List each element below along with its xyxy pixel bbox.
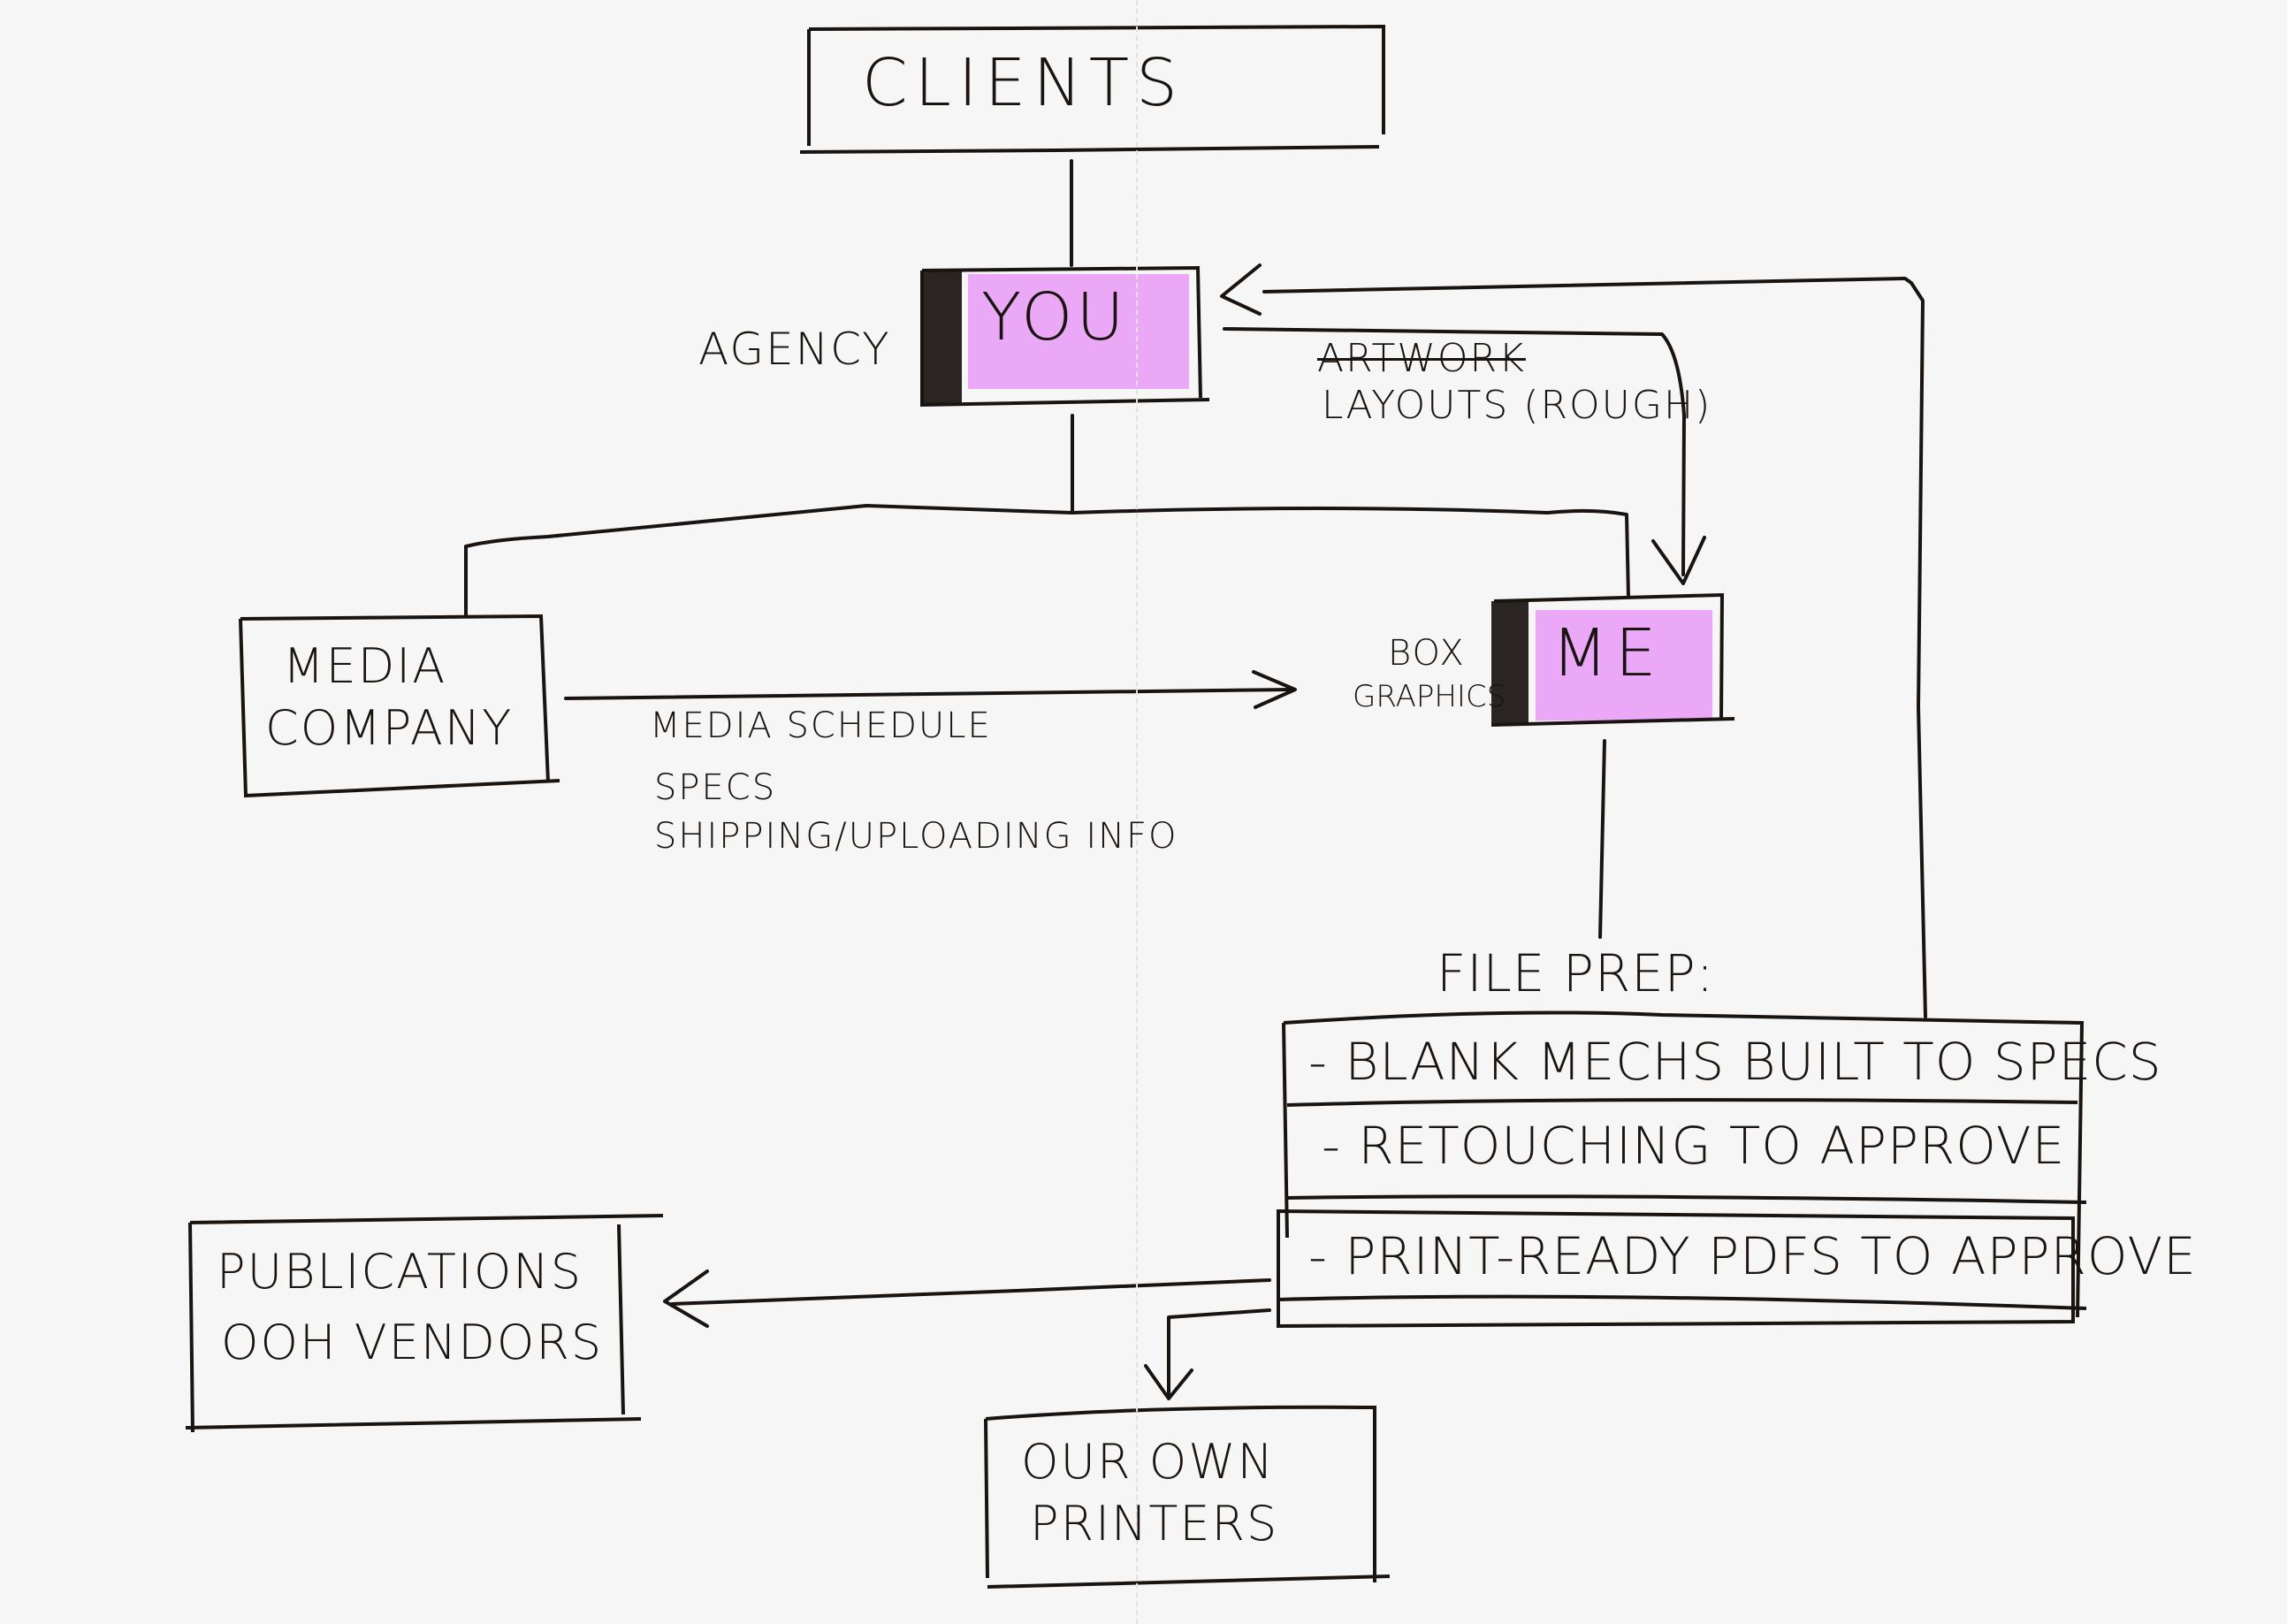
media-company-box: [239, 614, 560, 798]
file-prep-item-3: - PRINT-READY PDFS TO APPROVE: [1308, 1226, 2197, 1286]
file-prep-title: FILE PREP:: [1437, 943, 1715, 1003]
agency-side-label: AGENCY: [698, 324, 891, 375]
connector-media-to-me: [564, 688, 1292, 700]
me-node-graphic: [1490, 592, 1735, 727]
edge-label-media-schedule: MEDIA SCHEDULE: [650, 705, 992, 746]
agency-you-label: YOU: [981, 279, 1128, 355]
agency-node-graphic: [920, 265, 1210, 408]
connector-feedback-to-agency: [1262, 277, 1927, 1018]
media-company-label-line-1: MEDIA: [283, 638, 447, 694]
connector-fileprep-to-publications: [670, 1278, 1271, 1306]
clients-label: CLIENTS: [862, 45, 1185, 121]
agency-highlight: [968, 274, 1189, 389]
box-graphics-side-label-line-2: GRAPHICS: [1353, 679, 1506, 714]
file-prep-item-1: - BLANK MECHS BUILT TO SPECS: [1308, 1032, 2162, 1092]
me-highlight: [1536, 610, 1712, 721]
connector-layouts-to-me: [1223, 327, 1686, 576]
me-label: ME: [1551, 615, 1664, 691]
connector-split-bar: [464, 504, 1630, 616]
agency-spine: [922, 271, 962, 403]
publications-label-line-2: OOH VENDORS: [221, 1315, 604, 1370]
file-prep-item-2: - RETOUCHING TO APPROVE: [1322, 1116, 2066, 1176]
edge-label-shipping: SHIPPING/UPLOADING INFO: [654, 816, 1178, 857]
arrow-head-into-publications: [663, 1269, 709, 1328]
paper-fold-line: [1136, 0, 1138, 1624]
connector-fileprep-to-printers: [1167, 1308, 1271, 1399]
me-spine: [1491, 601, 1528, 725]
publications-box: [185, 1214, 664, 1433]
edge-label-specs: SPECS: [654, 767, 777, 808]
edge-label-artwork-struck: ARTWORK: [1317, 336, 1526, 381]
printers-label-line-1: OUR OWN: [1021, 1434, 1276, 1490]
clients-box: [799, 24, 1385, 154]
media-company-label-line-2: COMPANY: [265, 700, 514, 756]
printers-box: [984, 1405, 1391, 1589]
edge-label-layouts-rough: LAYOUTS (ROUGH): [1322, 383, 1712, 428]
arrow-head-into-agency: [1220, 263, 1262, 316]
arrow-head-into-printers: [1144, 1364, 1193, 1400]
connector-me-to-fileprep: [1598, 739, 1606, 939]
box-graphics-side-label-line-1: BOX: [1388, 633, 1466, 674]
arrow-head-into-me: [1651, 536, 1706, 585]
printers-label-line-2: PRINTERS: [1030, 1496, 1279, 1552]
publications-label-line-1: PUBLICATIONS: [217, 1244, 583, 1300]
file-prep-table-graphic: [1277, 1010, 2087, 1329]
arrow-head-media-to-me: [1252, 670, 1297, 709]
